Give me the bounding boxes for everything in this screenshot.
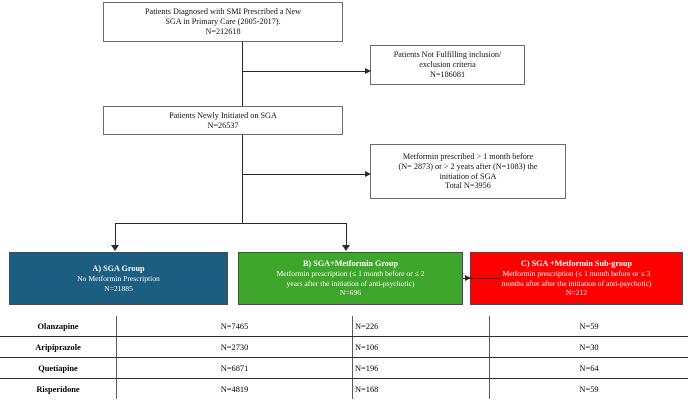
drug-name-cell: Risperidone — [0, 378, 117, 399]
node-group-c-header: C) SGA +Metformin Sub-group — [520, 259, 633, 269]
group-c-count-cell: N=64 — [489, 357, 688, 379]
node-group-b-header: B) SGA+Metformin Group — [302, 259, 399, 269]
group-a-count-cell: N=6871 — [116, 357, 353, 379]
node-group-a-line2: N=21885 — [104, 283, 133, 293]
node-metformin-excluded-line2: (N= 2873) or > 2 years after (N=1083) th… — [398, 161, 538, 171]
node-group-a-header: A) SGA Group — [92, 263, 145, 273]
arrowhead-group-a — [111, 245, 119, 251]
group-b-count-cell: N=106 — [352, 336, 490, 358]
node-total-cohort: Patients Diagnosed with SMI Prescribed a… — [103, 2, 343, 42]
group-c-count-cell: N=59 — [579, 384, 599, 394]
node-group-b-line1: Metformin prescription (≤ 1 month before… — [276, 269, 425, 279]
group-a-count-cell: N=2730 — [116, 336, 353, 358]
node-group-a: A) SGA Group No Metformin Prescription N… — [9, 252, 228, 305]
node-total-cohort-line3: N=212618 — [205, 26, 241, 36]
table-row: Risperidone N=4819 N=168 N=59 — [0, 378, 688, 399]
node-newly-initiated-line1: Patients Newly Initiated on SGA — [169, 110, 277, 120]
drug-name-cell: Aripiprazole — [0, 336, 117, 358]
arrowhead-group-c — [465, 274, 471, 281]
drug-name-cell: Quetiapine — [0, 357, 117, 379]
node-excluded-line1: Patients Not Fulfilling inclusion/ — [393, 50, 502, 60]
drug-name-cell: Olanzapine — [0, 316, 117, 337]
node-group-a-line1: No Metformin Prescription — [77, 274, 160, 284]
connector-trunk-lower — [242, 135, 243, 224]
drug-table-body: Olanzapine N=7465 N=226 N=59 Aripiprazol… — [0, 316, 688, 399]
node-metformin-excluded-line1: Metformin prescribed > 1 month before — [402, 152, 534, 162]
group-a-count-cell: N=7465 — [116, 316, 353, 337]
node-metformin-excluded: Metformin prescribed > 1 month before (N… — [370, 144, 566, 199]
node-newly-initiated-line2: N=26537 — [207, 120, 239, 130]
node-metformin-excluded-line3: initiation of SGA — [439, 171, 497, 181]
group-b-count-cell: N=226 — [352, 316, 490, 337]
table-row: Olanzapine N=7465 N=226 N=59 — [0, 316, 688, 337]
table-row: Aripiprazole N=2730 N=106 N=30 — [0, 336, 688, 358]
group-c-count-cell: N=59 — [489, 316, 688, 337]
node-group-c-line3: N=212 — [565, 288, 588, 298]
arrowhead-metformin-excluded — [365, 170, 371, 177]
node-group-c: C) SGA +Metformin Sub-group Metformin pr… — [470, 252, 683, 305]
group-b-count-cell: N=196 — [352, 357, 490, 379]
node-group-c-line1: Metformin prescription (≤ 1 month before… — [502, 269, 651, 279]
drug-breakdown-table: Olanzapine N=7465 N=226 N=59 Aripiprazol… — [0, 316, 688, 399]
arrowhead-group-b — [342, 245, 350, 251]
node-excluded-line3: N=186081 — [429, 69, 466, 79]
connector-to-group-a — [115, 223, 116, 246]
node-total-cohort-line2: SGA in Primary Care (2005-2017). — [165, 17, 281, 27]
node-group-b: B) SGA+Metformin Group Metformin prescri… — [238, 252, 463, 305]
group-c-count-cell: N=30 — [489, 336, 688, 358]
node-total-cohort-line1: Patients Diagnosed with SMI Prescribed a… — [145, 7, 301, 17]
node-excluded-line2: exclusion criteria — [419, 60, 476, 70]
node-excluded: Patients Not Fulfilling inclusion/ exclu… — [370, 45, 525, 85]
connector-metformin-branch — [242, 174, 366, 175]
connector-b-to-c — [463, 278, 501, 279]
node-group-b-line3: N=696 — [339, 288, 362, 298]
node-group-b-line2: years after the initiation of anti-psych… — [286, 278, 415, 288]
group-b-count-cell: N=168 — [352, 378, 490, 399]
group-a-count-cell: N=4819 — [116, 378, 353, 399]
connector-to-group-b — [346, 223, 347, 246]
connector-excluded-branch — [242, 71, 366, 72]
table-row: Quetiapine N=6871 N=196 N=64 — [0, 357, 688, 379]
node-metformin-excluded-line4: Total N=3956 — [445, 181, 491, 191]
node-newly-initiated: Patients Newly Initiated on SGA N=26537 — [103, 106, 343, 135]
connector-split-bar — [115, 223, 346, 224]
node-group-c-line2: months after after the initiation of ant… — [501, 278, 652, 288]
connector-trunk-upper — [242, 42, 243, 106]
arrowhead-excluded — [365, 67, 371, 74]
